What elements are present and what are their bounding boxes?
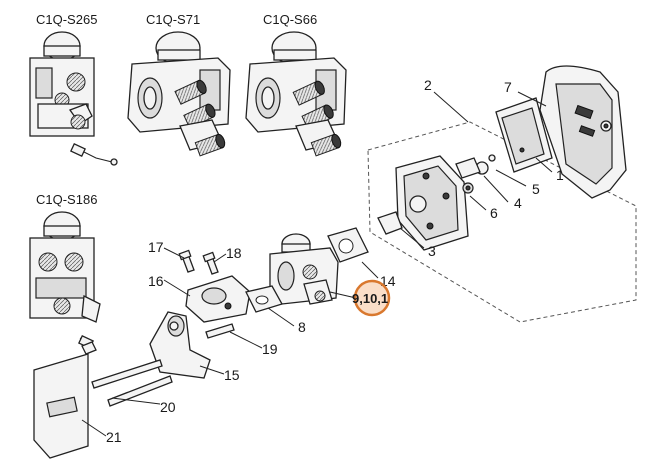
callout-3: 3 — [428, 243, 436, 259]
callout-4: 4 — [514, 195, 522, 211]
callout-15: 15 — [224, 367, 240, 383]
highlight-label: 9,10,1 — [352, 291, 388, 306]
variant-label-s66: C1Q-S66 — [263, 12, 317, 27]
callout-6: 6 — [490, 205, 498, 221]
carburetor-s71-drawing — [127, 31, 231, 157]
callout-16: 16 — [148, 273, 164, 289]
callout-8: 8 — [298, 319, 306, 335]
callout-5: 5 — [532, 181, 540, 197]
carburetor-main-drawing — [269, 227, 369, 305]
callout-1: 1 — [556, 167, 564, 183]
callout-18: 18 — [226, 245, 242, 261]
air-filter-assembly — [367, 65, 637, 323]
callout-20: 20 — [160, 399, 176, 415]
callout-19: 19 — [262, 341, 278, 357]
callout-17: 17 — [148, 239, 164, 255]
variant-label-s71: C1Q-S71 — [146, 12, 200, 27]
carburetor-s186-drawing — [29, 211, 101, 350]
callout-2: 2 — [424, 77, 432, 93]
carburetor-s265-drawing — [29, 31, 118, 166]
carburetor-s66-drawing — [245, 31, 347, 157]
callout-21: 21 — [106, 429, 122, 445]
variant-label-s265: C1Q-S265 — [36, 12, 97, 27]
leader-lines — [81, 91, 553, 437]
variant-label-s186: C1Q-S186 — [36, 192, 97, 207]
callout-7: 7 — [504, 79, 512, 95]
highlight-callout[interactable]: 9,10,1 — [352, 279, 391, 317]
intake-parts — [33, 249, 283, 459]
highlight-circle — [353, 279, 391, 317]
